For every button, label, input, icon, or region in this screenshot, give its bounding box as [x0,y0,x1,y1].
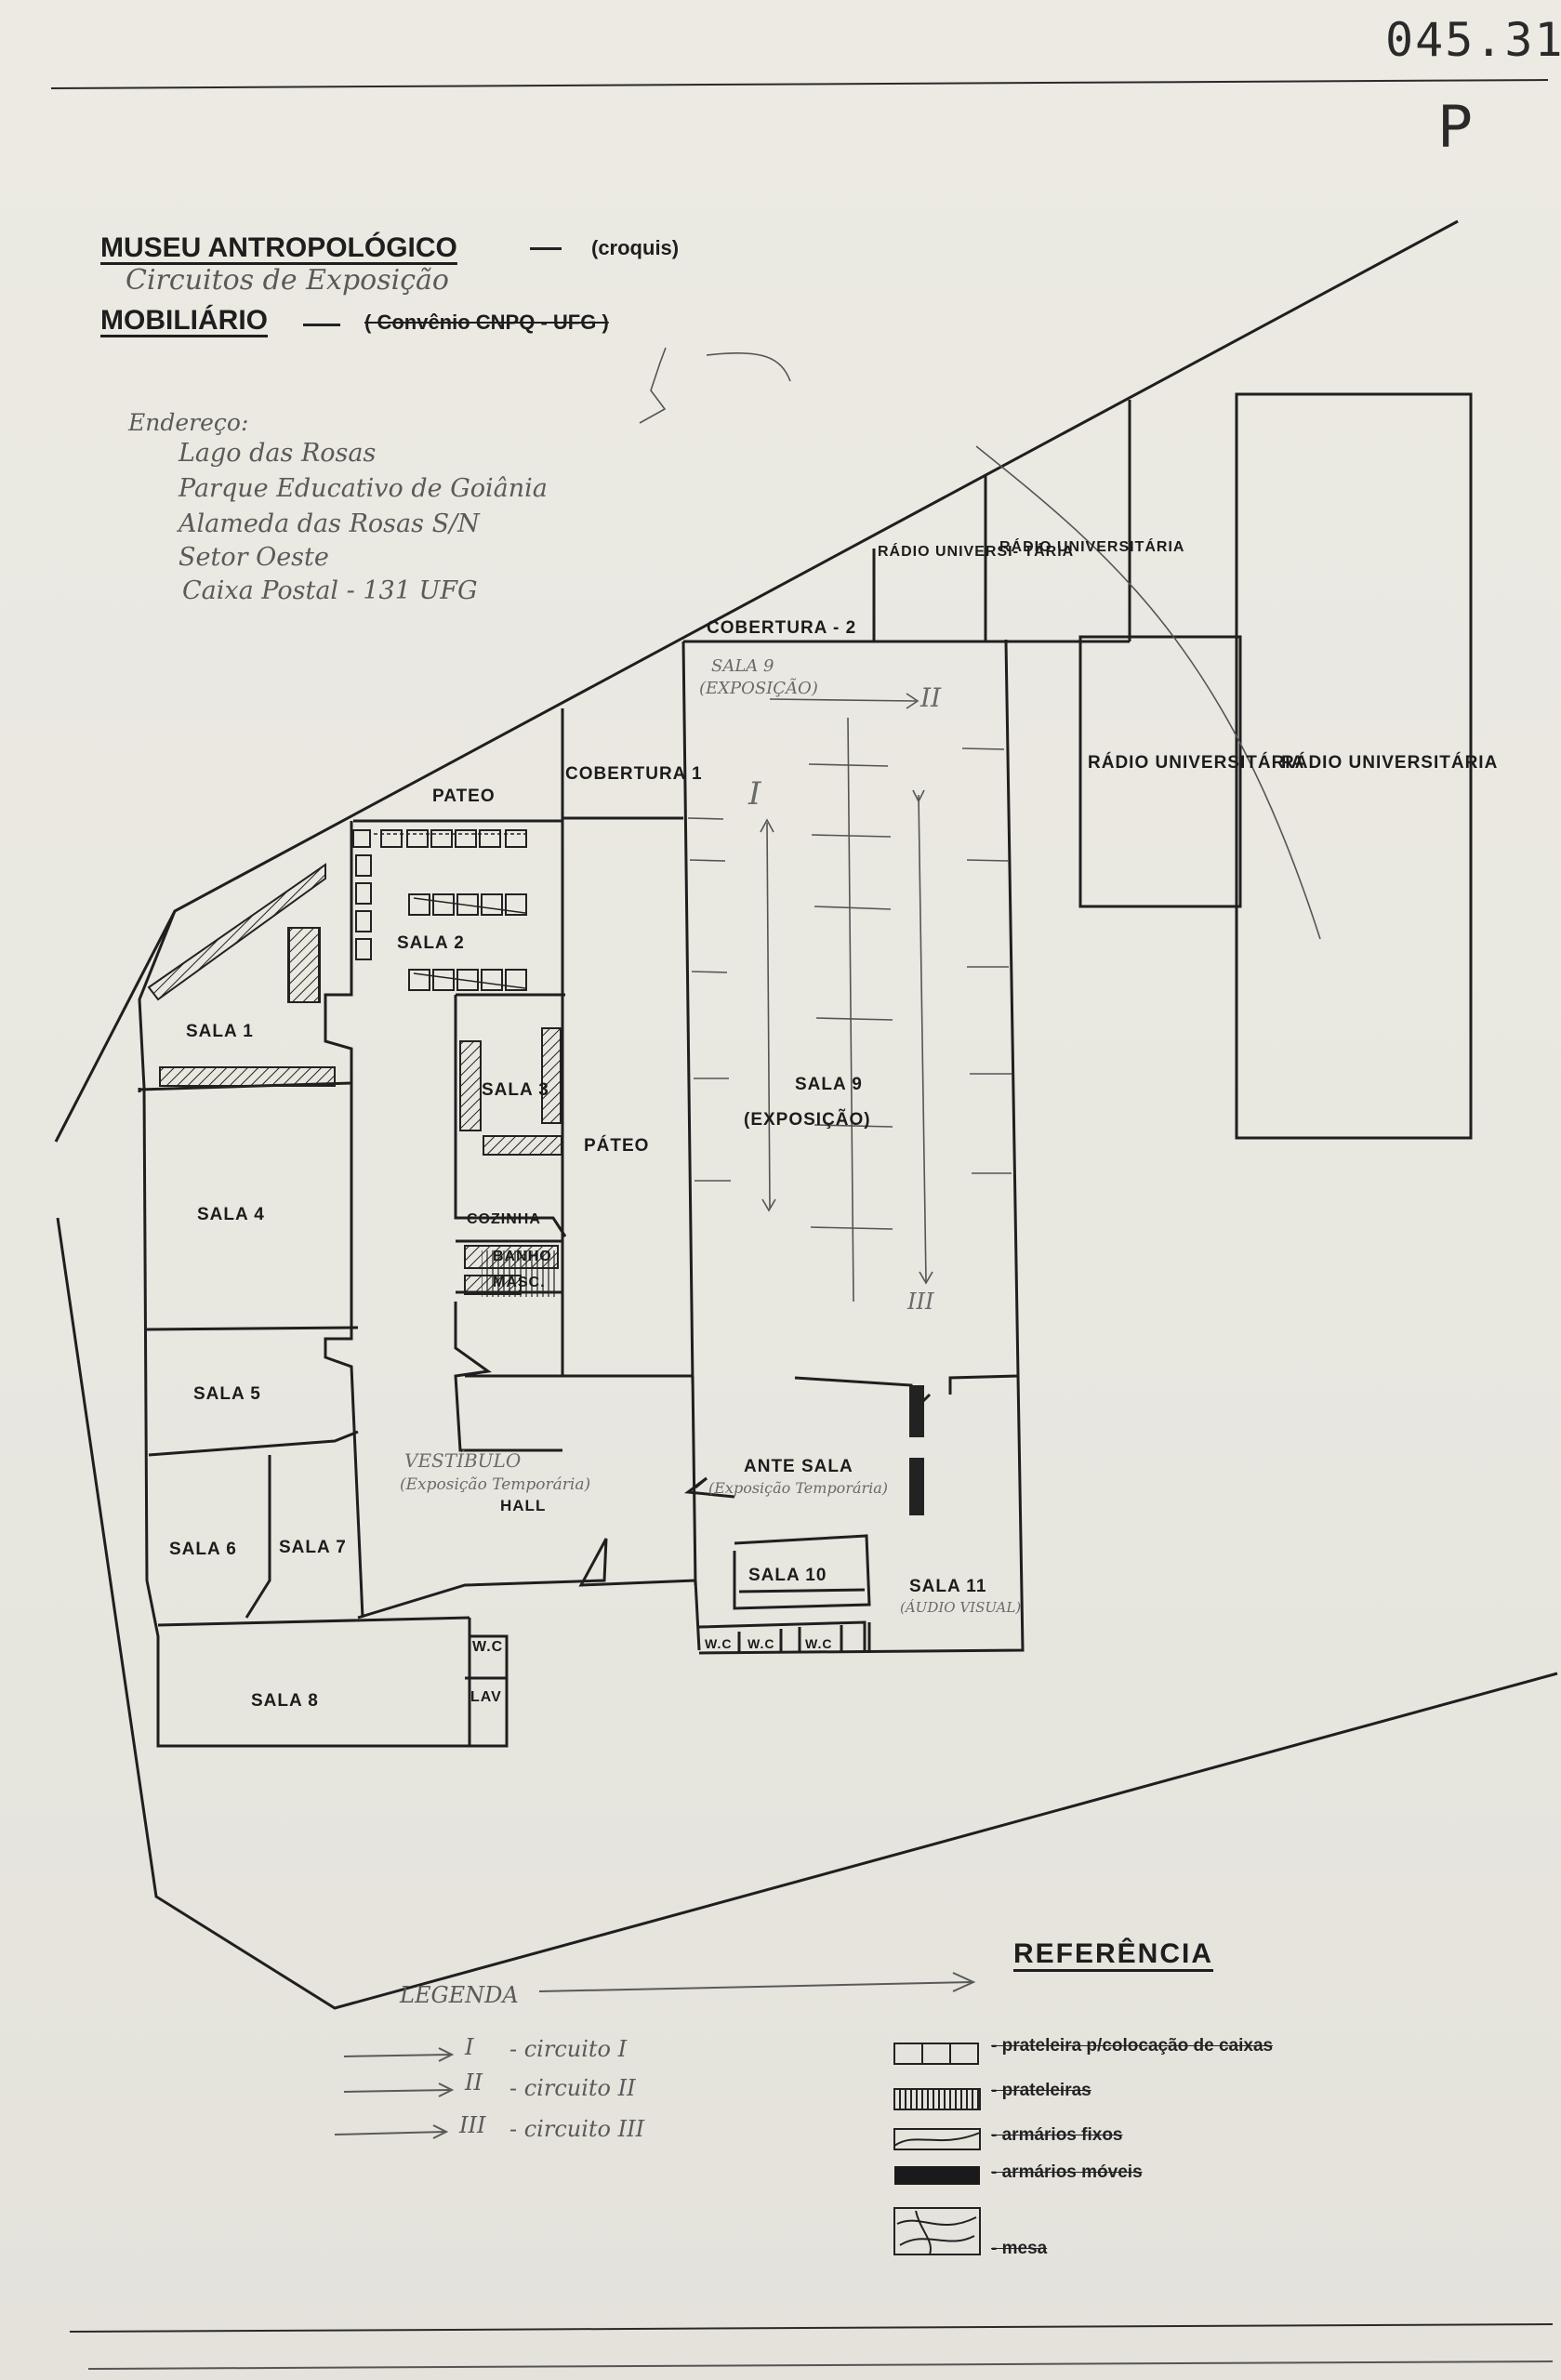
legend-text-3: - circuito III [509,2116,645,2142]
address-line: Alameda das Rosas S/N [179,509,480,538]
sala-2-shelving [352,829,527,991]
pateo-mid-label: PÁTEO [584,1135,649,1156]
vestibulo-label: VESTÍBULO [404,1449,521,1472]
sala-11-label: SALA 11 [909,1577,986,1596]
cozinha-label: COZINHA [467,1211,541,1227]
radio-label-4: RÁDIO UNIVERSITÁRIA [1281,752,1498,773]
cobertura-2-label: COBERTURA - 2 [707,618,856,638]
sala-9-hand-sub: (EXPOSIÇÃO) [699,678,818,698]
sala-1-label: SALA 1 [186,1022,254,1041]
radio-label-3: RÁDIO UNIVERSITÁRIA [1088,752,1304,773]
site-boundary-bottom [56,1217,1558,2010]
symbol-prateleiras [893,2088,981,2110]
armario-movel-2 [909,1458,924,1515]
wc-label-2: W.C [705,1636,732,1651]
armario-movel-1 [909,1385,924,1437]
referencia-item-5: - mesa [991,2239,1048,2258]
radio-building-a [1235,392,1473,1140]
subtitle-handwritten: Circuitos de Exposição [126,264,449,297]
sala-8-label: SALA 8 [251,1691,319,1711]
legend-text-2: - circuito II [509,2075,636,2101]
referencia-item-4: - armários móveis [991,2162,1143,2182]
sala-11-sub: (ÁUDIO VISUAL) [900,1599,1021,1616]
circuit-II-marker: II [919,682,942,713]
sala-1-wall-shelf [159,1066,336,1087]
sala-5-label: SALA 5 [193,1384,261,1404]
banho-label: BANHO [493,1249,552,1264]
title-dash-2 [303,324,340,326]
sala-3-label: SALA 3 [482,1080,549,1100]
sala-2-label: SALA 2 [397,933,465,953]
symbol-armarios-moveis [894,2166,980,2185]
address-line: Parque Educativo de Goiânia [179,474,548,503]
sala-9-sub-label: (EXPOSIÇÃO) [744,1109,871,1130]
symbol-prateleira-caixas [893,2043,979,2065]
vestibulo-sub: (Exposição Temporária) [400,1475,590,1494]
croquis-label: (croquis) [591,236,680,259]
radio-label-2: RÁDIO UNIVERSITÁRIA [999,537,1184,555]
cobertura-1-label: COBERTURA 1 [565,764,703,784]
ante-sala-label: ANTE SALA [744,1457,853,1476]
sala-4-label: SALA 4 [197,1205,265,1224]
convenio-label: ( Convênio CNPQ - UFG ) [364,311,609,334]
sala-9-hand-label: SALA 9 [711,656,774,676]
symbol-armarios-fixos [893,2128,981,2150]
radio-label-1: RÁDIO UNIVERSI- TÁRIA [878,542,1074,560]
wc-label-1: W.C [472,1639,503,1655]
address-line: Setor Oeste [179,543,329,572]
legend-numeral-1: I [465,2034,474,2060]
referencia-item-2: - prateleiras [991,2081,1091,2100]
lav-label: LAV [470,1689,502,1705]
wc-label-3: W.C [747,1636,774,1651]
referencia-item-1: - prateleira p/colocação de caixas [991,2036,1274,2056]
legend-text-1: - circuito I [509,2036,628,2062]
referencia-title: REFERÊNCIA [1013,1938,1214,1969]
sala-6-label: SALA 6 [169,1540,237,1559]
referencia-item-3: - armários fixos [991,2125,1123,2145]
address-label: Endereço: [128,409,249,436]
circuit-III-marker: III [906,1289,934,1315]
symbol-mesa [893,2207,981,2255]
sala-9-panels [639,347,1321,1302]
address-line: Caixa Postal - 131 UFG [182,576,478,605]
wc-label-4: W.C [805,1636,832,1651]
title-dash [530,247,562,250]
archive-code: 045.31 [1385,13,1561,67]
sala-9-label: SALA 9 [795,1075,863,1094]
sala-1-diagonal-shelf [147,863,326,1001]
title-museu: MUSEU ANTROPOLÓGICO [100,232,457,263]
title-mobiliario: MOBILIÁRIO [100,305,268,336]
banho-label-2: MASC. [493,1275,546,1290]
legend-numeral-3: III [459,2112,486,2138]
circuit-I-marker: I [747,775,761,813]
legenda-title: LEGENDA [400,1982,519,2008]
radio-building-b [1078,635,1242,908]
hall-label: HALL [500,1497,546,1514]
pateo-top-label: PATEO [432,787,496,806]
archive-letter: P [1437,93,1473,161]
address-line: Lago das Rosas [179,439,377,468]
sala-10-label: SALA 10 [748,1566,827,1585]
sala-7-label: SALA 7 [279,1538,347,1557]
ante-sala-sub: (Exposição Temporária) [708,1479,888,1497]
legend-numeral-2: II [465,2069,483,2096]
